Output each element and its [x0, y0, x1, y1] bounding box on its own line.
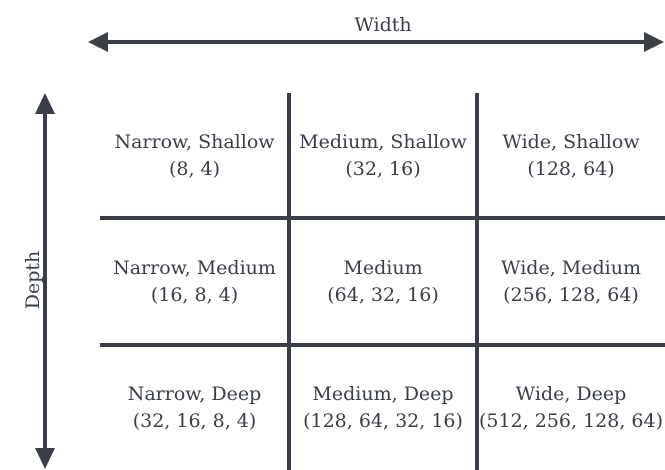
- cell-dims: (128, 64): [527, 157, 615, 180]
- cell-name: Medium: [343, 256, 423, 279]
- cell-name: Wide, Shallow: [502, 130, 640, 153]
- cell-dims: (16, 8, 4): [150, 283, 239, 306]
- cell-dims: (8, 4): [168, 157, 221, 180]
- cell-name: Medium, Shallow: [299, 130, 467, 153]
- cell-narrow-medium: Narrow, Medium (16, 8, 4): [100, 218, 289, 345]
- cell-dims: (32, 16, 8, 4): [132, 409, 257, 432]
- cell-medium: Medium (64, 32, 16): [289, 218, 477, 345]
- width-arrow-left-head: [88, 32, 108, 52]
- cell-name: Medium, Deep: [312, 382, 454, 405]
- cell-name: Wide, Deep: [515, 382, 627, 405]
- cell-medium-deep: Medium, Deep (128, 64, 32, 16): [289, 345, 477, 470]
- cell-dims: (128, 64, 32, 16): [303, 409, 463, 432]
- width-arrow-right-head: [644, 32, 664, 52]
- cell-wide-shallow: Wide, Shallow (128, 64): [477, 93, 665, 218]
- cell-name: Narrow, Medium: [113, 256, 276, 279]
- depth-arrow-bottom-head: [35, 448, 55, 469]
- cell-dims: (256, 128, 64): [503, 283, 639, 306]
- cell-wide-deep: Wide, Deep (512, 256, 128, 64): [477, 345, 665, 470]
- cell-dims: (64, 32, 16): [327, 283, 439, 306]
- cell-narrow-shallow: Narrow, Shallow (8, 4): [100, 93, 289, 218]
- cell-dims: (512, 256, 128, 64): [478, 409, 664, 432]
- cell-name: Narrow, Deep: [127, 382, 262, 405]
- cell-name: Narrow, Shallow: [114, 130, 275, 153]
- cell-medium-shallow: Medium, Shallow (32, 16): [289, 93, 477, 218]
- width-axis-label: Width: [354, 14, 412, 36]
- depth-axis-label: Depth: [22, 250, 44, 310]
- cell-dims: (32, 16): [345, 157, 421, 180]
- cell-narrow-deep: Narrow, Deep (32, 16, 8, 4): [100, 345, 289, 470]
- cell-name: Wide, Medium: [501, 256, 641, 279]
- cell-wide-medium: Wide, Medium (256, 128, 64): [477, 218, 665, 345]
- depth-arrow-top-head: [35, 93, 55, 114]
